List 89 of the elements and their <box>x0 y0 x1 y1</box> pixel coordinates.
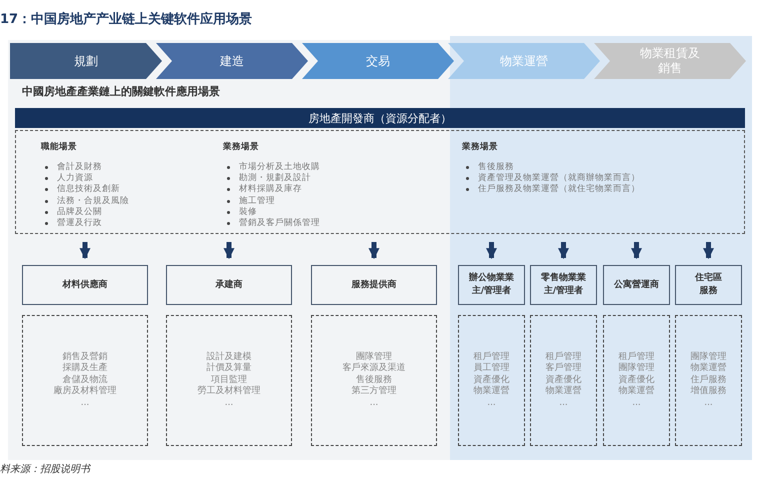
dashed-box <box>530 315 597 446</box>
dashed-box <box>15 130 745 234</box>
arrow <box>558 242 569 260</box>
list-item: 裝修 <box>239 206 257 218</box>
list-item: 團隊管理 <box>356 352 392 362</box>
dashed-box <box>603 315 670 446</box>
list-item: 勘測・規劃及設計 <box>239 173 311 184</box>
list-item: 租戶管理 <box>618 352 654 362</box>
list-item: 資產優化 <box>618 374 654 386</box>
list-item: 人力資源 <box>57 173 93 184</box>
list-item: 團隊管理 <box>618 363 654 374</box>
list-item: 廠房及材料管理 <box>54 386 116 398</box>
role-box: 住宅區服務 <box>675 265 742 305</box>
arrow <box>368 242 380 260</box>
role-box: 公寓營運商 <box>603 265 670 305</box>
stage-banner <box>302 43 454 79</box>
list-item: ... <box>632 398 641 410</box>
list-item: 品牌及公關 <box>57 206 102 218</box>
dashed-box <box>311 315 437 446</box>
arrow <box>486 242 497 260</box>
list-item: 售後服務 <box>478 162 514 173</box>
list-item: 物業運營 <box>690 363 726 374</box>
list-item: 員工管理 <box>474 363 510 374</box>
list-item: 信息技術及創新 <box>57 184 120 196</box>
role-box: 材料供應商 <box>22 265 148 305</box>
list-item: 材料採購及庫存 <box>239 184 302 196</box>
list-item: 客戶管理 <box>546 363 582 374</box>
list-item: 設計及建模 <box>206 352 252 362</box>
stage-banner <box>10 43 162 79</box>
dashed-box <box>166 315 292 446</box>
list-item: 營銷及客戶關係管理 <box>239 218 320 229</box>
list-item: 勞工及材料管理 <box>198 386 260 398</box>
figure-title: 17：中国房地产产业链上关键软件应用场景 <box>0 10 252 28</box>
stage-label: 物業租賃及銷售 <box>638 46 701 76</box>
list-item: 會計及財務 <box>57 162 102 173</box>
dashed-box <box>675 315 742 446</box>
list-item: 物業運營 <box>618 386 654 398</box>
stage-banner <box>156 43 308 79</box>
group-heading: 業務場景 <box>223 141 259 153</box>
list-item: 銷售及營銷 <box>62 352 108 362</box>
role-box: 服務提供商 <box>311 265 437 305</box>
list-item: 租戶管理 <box>474 352 510 362</box>
list-item: 客戶來源及渠道 <box>342 363 406 374</box>
list-item: 物業運營 <box>474 386 510 398</box>
section-heading: 中國房地產產業鏈上的關鍵軟件應用場景 <box>22 84 220 99</box>
stage-banner <box>594 43 746 79</box>
list-item: 資產管理及物業運營（就商辦物業而言） <box>478 173 640 184</box>
list-item: ... <box>370 398 378 410</box>
source-note: 料来源：招股说明书 <box>0 462 90 476</box>
list-item: 團隊管理 <box>690 352 726 362</box>
arrow <box>80 242 90 260</box>
list-item: 物業運營 <box>546 386 582 398</box>
dashed-box <box>22 315 148 446</box>
list-item: ... <box>224 398 234 410</box>
stage-label: 物業運營 <box>500 54 548 68</box>
list-item: ... <box>487 398 496 410</box>
list-item: 售後服務 <box>356 374 392 386</box>
stage-label: 建造 <box>220 54 244 68</box>
arrow <box>631 242 642 260</box>
role-box: 零售物業業主/管理者 <box>530 265 597 305</box>
list-item: 資產優化 <box>546 374 582 386</box>
group-heading: 職能場景 <box>41 141 77 153</box>
role-box: 辦公物業業主/管理者 <box>458 265 525 305</box>
stage-banner <box>448 43 600 79</box>
list-item: 項目監理 <box>211 374 247 386</box>
stage-label: 規劃 <box>74 54 98 68</box>
list-item: 增值服務 <box>690 386 726 398</box>
list-item: 第三方管理 <box>352 386 396 398</box>
list-item: 採購及生產 <box>62 363 108 374</box>
title-bar: 房地產開發商（資源分配者） <box>15 108 745 128</box>
arrow <box>703 242 714 260</box>
list-item: ... <box>80 398 90 410</box>
list-item: 營運及行政 <box>57 218 102 229</box>
stage-label: 交易 <box>366 54 390 68</box>
list-item: 計價及算量 <box>206 363 252 374</box>
list-item: 市場分析及土地收購 <box>239 162 320 172</box>
list-item: 住戶服務 <box>690 374 726 386</box>
group-heading: 業務場景 <box>462 141 498 153</box>
dashed-box <box>458 315 525 446</box>
list-item: 施工管理 <box>239 196 275 207</box>
list-item: 倉儲及物流 <box>62 374 108 386</box>
list-item: 住戶服務及物業運營（就住宅物業而言） <box>478 184 640 196</box>
list-item: ... <box>704 398 713 410</box>
list-item: 資產優化 <box>474 374 510 386</box>
arrow <box>224 242 234 260</box>
list-item: 法務・合規及風險 <box>57 196 129 207</box>
list-item: 租戶管理 <box>546 352 582 362</box>
role-box: 承建商 <box>166 265 292 305</box>
list-item: ... <box>559 398 568 410</box>
